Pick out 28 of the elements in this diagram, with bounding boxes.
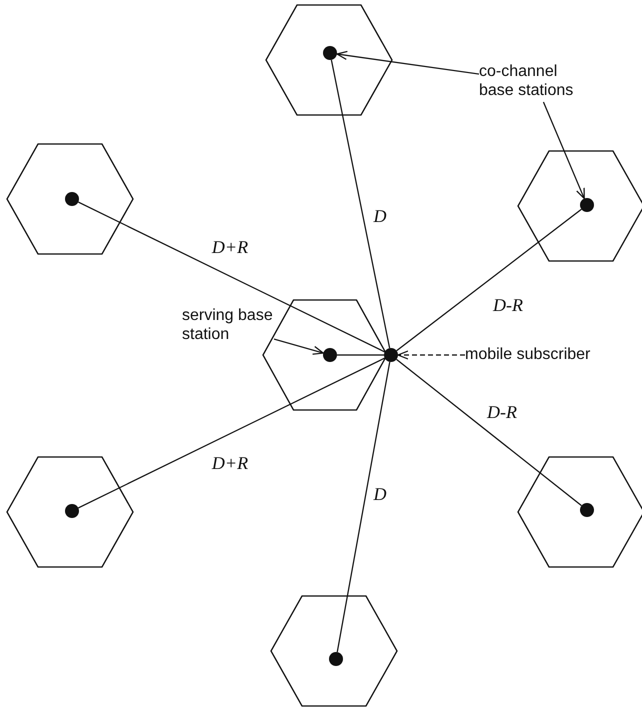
station-dot — [323, 46, 337, 60]
hexagon-cell — [6, 456, 134, 568]
callout-text: serving base station — [182, 306, 274, 346]
leader-arrow — [336, 50, 480, 75]
station-dot — [65, 504, 79, 518]
station-dot — [323, 348, 337, 362]
hexagon-cell — [270, 595, 398, 707]
callout-text: co-channel base stations — [479, 62, 591, 102]
hexagon-cell — [517, 456, 642, 568]
distance-line — [396, 208, 582, 352]
hexagon-cell — [265, 4, 393, 116]
distance-line — [330, 60, 390, 348]
leader-arrow — [542, 102, 585, 200]
distance-line — [78, 202, 385, 352]
hexagon-cell — [6, 143, 134, 255]
distance-line — [336, 362, 390, 652]
distance-line — [337, 354, 384, 356]
callout-text: mobile subscriber — [465, 345, 615, 365]
station-dot — [384, 348, 398, 362]
distance-line — [396, 358, 582, 506]
station-dot — [580, 198, 594, 212]
distance-line — [78, 358, 385, 508]
hexagon-cell — [517, 150, 642, 262]
leader-arrow — [397, 350, 465, 360]
station-dot — [329, 652, 343, 666]
station-dot — [580, 503, 594, 517]
station-dot — [65, 192, 79, 206]
leader-arrow — [274, 338, 324, 355]
